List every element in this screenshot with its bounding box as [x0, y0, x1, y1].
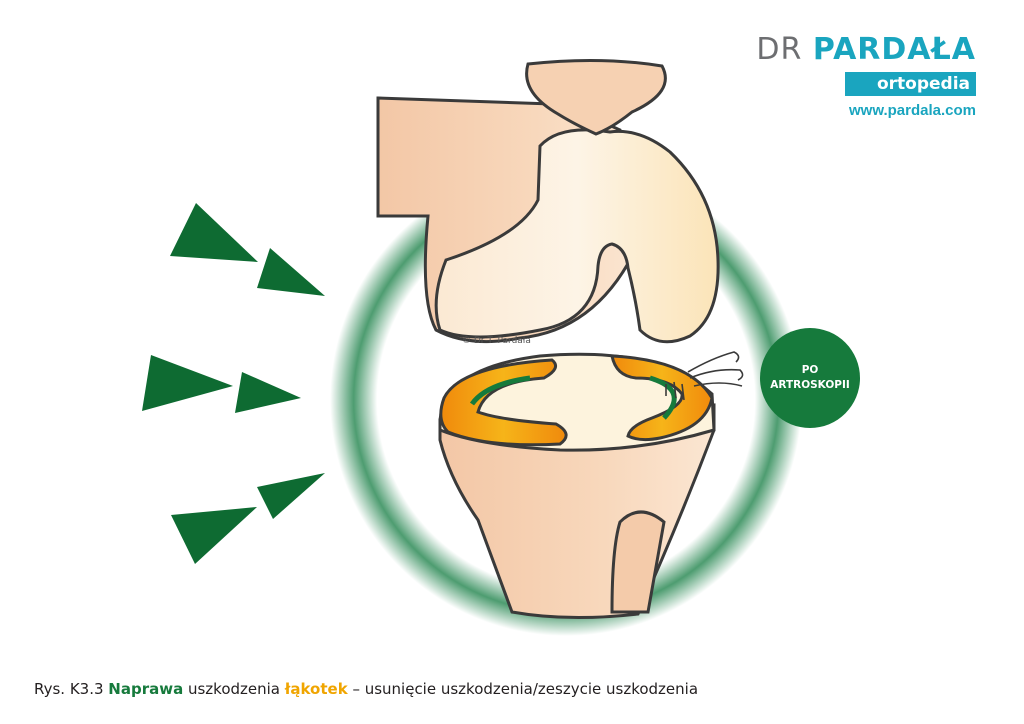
logo: DR PARDAŁA ortopedia www.pardala.com: [716, 32, 976, 119]
meniscus-left-tear: [469, 375, 531, 406]
badge-line-2: ARTROSKOPII: [770, 379, 850, 391]
arrows: [142, 203, 325, 564]
arrow-bot-1: [171, 507, 257, 564]
caption-naprawa: Naprawa: [108, 680, 184, 698]
meniscus-right-tear: [649, 375, 677, 420]
fibula: [610, 510, 666, 614]
figure-caption: Rys. K3.3 Naprawa uszkodzenia łąkotek – …: [34, 680, 698, 698]
sutures: [665, 351, 744, 401]
meniscus-left: [439, 358, 568, 447]
po-artroskopii-badge: PO ARTROSKOPII: [760, 328, 860, 428]
logo-badge: ortopedia: [845, 72, 976, 96]
meniscus-right: [610, 354, 714, 442]
caption-mid: uszkodzenia: [183, 680, 285, 698]
arrow-mid-2: [235, 372, 301, 413]
arrow-bot-2: [257, 473, 325, 519]
logo-url[interactable]: www.pardala.com: [849, 102, 976, 119]
arrow-mid-1: [142, 355, 233, 411]
caption-prefix: Rys. K3.3: [34, 680, 109, 698]
patella: [525, 58, 667, 136]
arrow-top-2: [257, 248, 325, 296]
femur-condyles: [434, 128, 720, 344]
logo-title: DR PARDAŁA: [716, 32, 976, 68]
caption-lakotek: łąkotek: [284, 680, 348, 698]
logo-name: PARDAŁA: [812, 32, 976, 67]
arrow-top-1: [170, 203, 258, 262]
copyright-text: © Dr T. Pardała: [462, 336, 531, 346]
badge-line-1: PO: [801, 364, 819, 376]
logo-dr: DR: [756, 32, 803, 67]
caption-suffix: – usunięcie uszkodzenia/zeszycie uszkodz…: [347, 680, 699, 698]
